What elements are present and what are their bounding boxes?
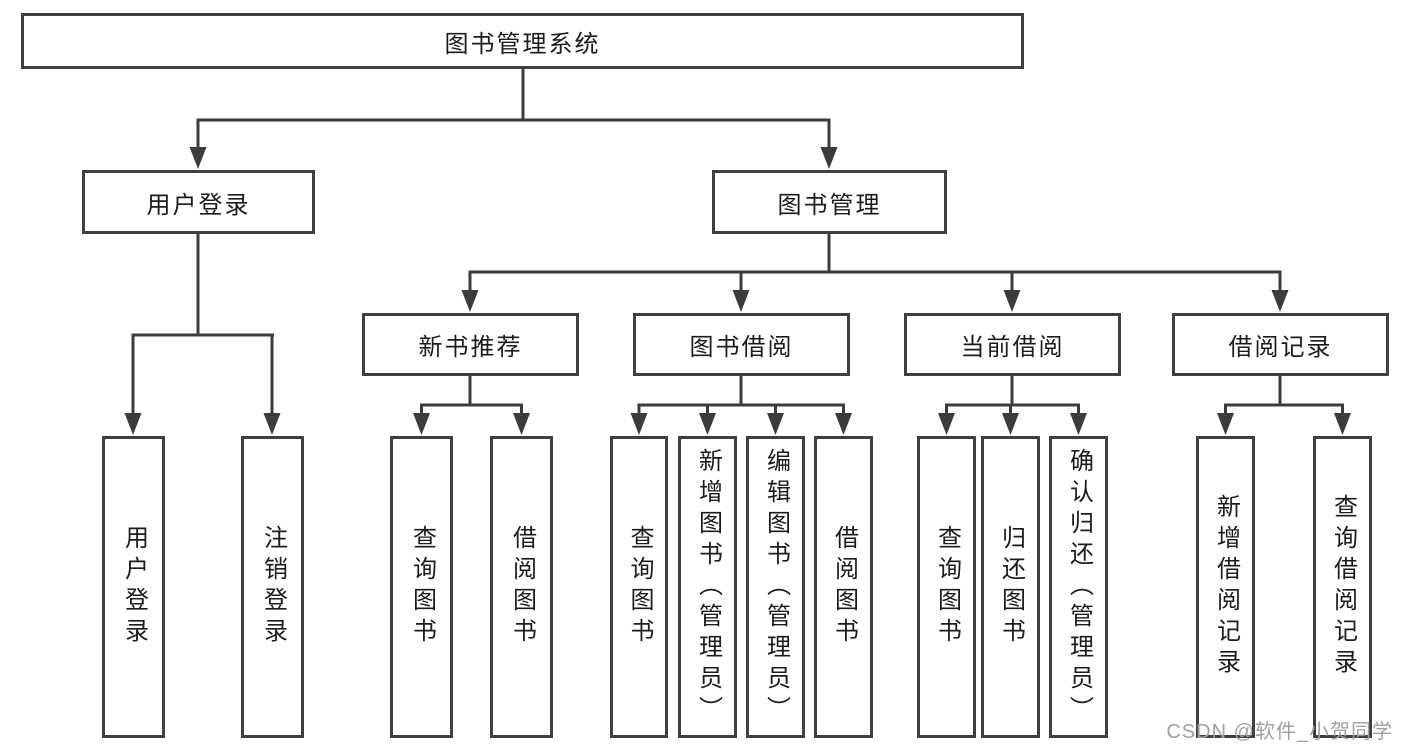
leaf-recommend-borrow-book-label: 借阅图书 xyxy=(508,525,536,649)
node-new-book-recommend: 新书推荐 xyxy=(362,313,579,376)
leaf-add-borrow-record-label: 新增借阅记录 xyxy=(1212,494,1240,680)
node-current-borrow-label: 当前借阅 xyxy=(960,334,1065,361)
leaf-add-borrow-record: 新增借阅记录 xyxy=(1196,436,1255,738)
leaf-current-query-book: 查询图书 xyxy=(917,436,976,738)
node-new-book-recommend-label: 新书推荐 xyxy=(418,334,523,361)
leaf-logout-label: 注销登录 xyxy=(259,525,287,649)
node-user-login: 用户登录 xyxy=(82,170,315,234)
leaf-query-borrow-record: 查询借阅记录 xyxy=(1313,436,1372,738)
leaf-borrow-query-book-label: 查询图书 xyxy=(626,525,653,649)
leaf-recommend-borrow-book: 借阅图书 xyxy=(490,436,553,738)
node-book-borrow: 图书借阅 xyxy=(633,313,850,376)
node-system-root: 图书管理系统 xyxy=(21,13,1024,69)
watermark: CSDN @软件_小贺同学 xyxy=(1166,721,1393,743)
leaf-confirm-return-admin: 确认归还（管理员） xyxy=(1049,436,1108,738)
node-system-root-label: 图书管理系统 xyxy=(444,30,601,58)
leaf-logout: 注销登录 xyxy=(241,436,304,738)
leaf-confirm-return-admin-label: 确认归还（管理员） xyxy=(1065,447,1093,727)
leaf-borrow-book-label: 借阅图书 xyxy=(830,525,858,649)
node-borrow-records: 借阅记录 xyxy=(1172,313,1389,376)
leaf-add-book-admin-label: 新增图书（管理员） xyxy=(694,447,722,727)
leaf-user-login-label: 用户登录 xyxy=(120,525,148,649)
node-book-management-label: 图书管理 xyxy=(777,191,882,219)
node-user-login-label: 用户登录 xyxy=(146,191,251,219)
leaf-current-query-book-label: 查询图书 xyxy=(933,525,961,649)
node-current-borrow: 当前借阅 xyxy=(904,313,1121,376)
leaf-borrow-book: 借阅图书 xyxy=(814,436,873,738)
arrowhead-icons xyxy=(124,147,1351,435)
leaf-recommend-query-book: 查询图书 xyxy=(390,436,453,738)
node-book-management: 图书管理 xyxy=(712,170,947,234)
leaf-edit-book-admin: 编辑图书（管理员） xyxy=(746,436,805,738)
leaf-user-login: 用户登录 xyxy=(102,436,165,738)
node-book-borrow-label: 图书借阅 xyxy=(689,334,794,361)
leaf-add-book-admin: 新增图书（管理员） xyxy=(678,436,737,738)
leaf-recommend-query-book-label: 查询图书 xyxy=(408,525,436,649)
leaf-edit-book-admin-label: 编辑图书（管理员） xyxy=(762,447,790,727)
leaf-return-book: 归还图书 xyxy=(981,436,1040,738)
node-borrow-records-label: 借阅记录 xyxy=(1228,334,1333,361)
leaf-query-borrow-record-label: 查询借阅记录 xyxy=(1329,494,1357,680)
leaf-return-book-label: 归还图书 xyxy=(997,525,1025,649)
leaf-borrow-query-book: 查询图书 xyxy=(610,436,668,738)
